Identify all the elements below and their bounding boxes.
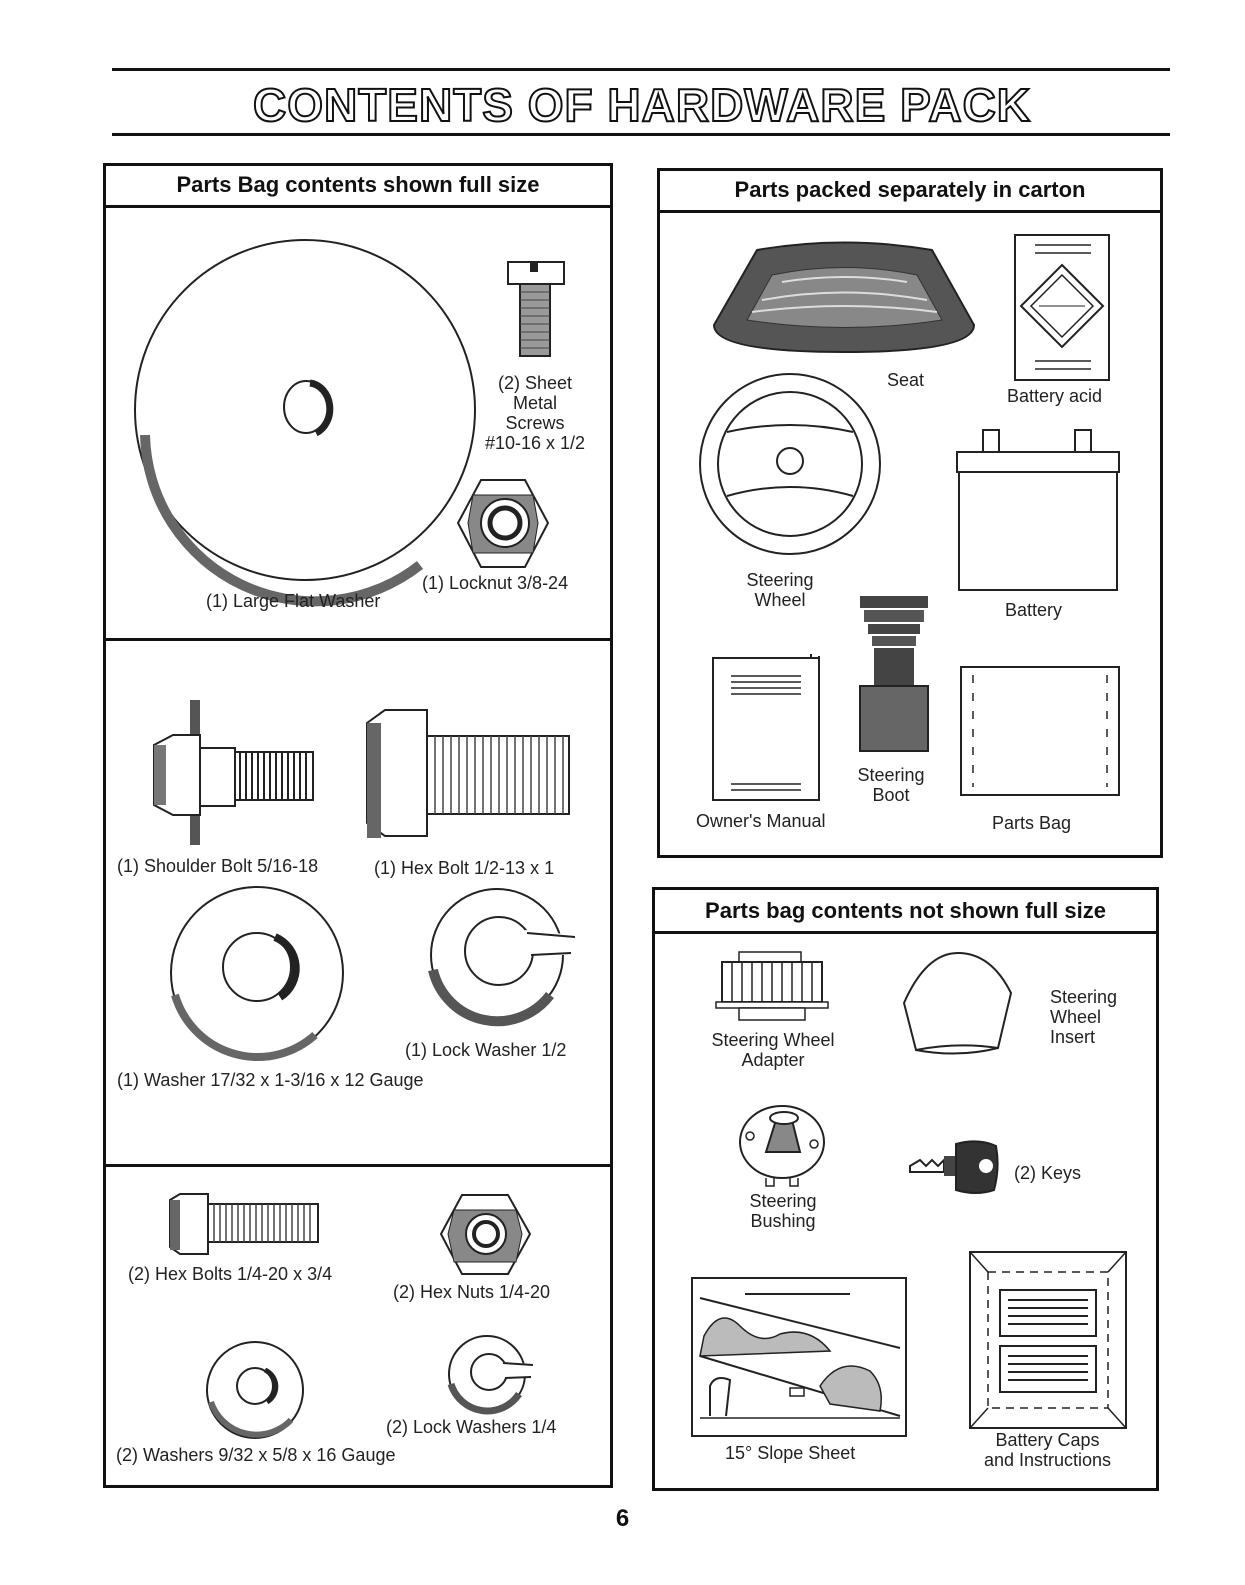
steering-bushing-icon [739,1105,825,1187]
hex-bolt-label: (1) Hex Bolt 1/2-13 x 1 [374,858,555,878]
panel-heading: Parts Bag contents shown full size [106,166,610,208]
section-divider-1 [106,638,610,641]
steering-wheel-insert-label: Steering Wheel Insert [1050,987,1118,1047]
steering-bushing-label: Steering Bushing [749,1191,817,1231]
small-washers-icon [206,1341,304,1439]
large-flat-washer-label: (1) Large Flat Washer [206,591,381,611]
sheet-metal-screws-label: (2) Sheet Metal Screws #10-16 x 1/2 [484,373,586,453]
washer-icon [170,886,344,1061]
steering-boot-icon [859,596,929,752]
locknut-icon [456,479,550,568]
steering-wheel-label: Steering Wheel [746,570,814,610]
lock-washer-label: (1) Lock Washer 1/2 [405,1040,567,1060]
steering-wheel-adapter-label: Steering Wheel Adapter [711,1030,835,1070]
keys-label: (2) Keys [1014,1163,1082,1183]
shoulder-bolt-label: (1) Shoulder Bolt 5/16-18 [117,856,319,876]
lock-washer-icon [428,888,576,1027]
key-icon [909,1140,999,1194]
owners-manual-icon [712,654,820,801]
battery-caps-label: Battery Caps and Instructions [983,1430,1112,1470]
top-rule [112,68,1170,71]
sheet-metal-screw-icon [507,261,565,357]
locknut-label: (1) Locknut 3/8-24 [422,573,569,593]
owners-manual-label: Owner's Manual [696,811,826,831]
hex-bolts-icon [169,1193,319,1255]
battery-caps-icon [969,1251,1127,1429]
hex-bolts-label: (2) Hex Bolts 1/4-20 x 3/4 [128,1264,333,1284]
steering-boot-label: Steering Boot [857,765,925,805]
large-flat-washer-icon [134,239,476,607]
parts-bag-full-size-panel: Parts Bag contents shown full size [103,163,613,1488]
slope-sheet-icon [691,1277,907,1437]
hex-bolt-icon [366,709,570,838]
small-lock-washers-icon [447,1335,534,1415]
battery-label: Battery [1005,600,1063,620]
hex-nuts-icon [439,1194,532,1275]
steering-wheel-icon [699,373,881,555]
panel-heading: Parts bag contents not shown full size [655,890,1156,934]
parts-bag-not-full-size-panel: Parts bag contents not shown full size [652,887,1159,1491]
battery-acid-icon [1014,234,1110,381]
panel-heading: Parts packed separately in carton [660,171,1160,213]
slope-sheet-label: 15° Slope Sheet [725,1443,856,1463]
steering-wheel-insert-icon [902,951,1013,1055]
steering-wheel-adapter-icon [715,951,829,1021]
battery-icon [956,429,1120,591]
battery-acid-label: Battery acid [1007,386,1103,406]
lock-washers-label: (2) Lock Washers 1/4 [386,1417,557,1437]
parts-bag-label: Parts Bag [992,813,1072,833]
parts-bag-icon [960,666,1120,796]
shoulder-bolt-icon [153,700,314,845]
page-title: CONTENTS OF HARDWARE PACK [252,78,1032,132]
seat-label: Seat [887,370,925,390]
washers-label: (2) Washers 9/32 x 5/8 x 16 Gauge [116,1445,396,1465]
seat-icon [712,241,976,354]
parts-in-carton-panel: Parts packed separately in carton [657,168,1163,858]
title-underline [112,133,1170,136]
page-number: 6 [615,1505,630,1532]
section-divider-2 [106,1164,610,1167]
washer-label: (1) Washer 17/32 x 1-3/16 x 12 Gauge [117,1070,424,1090]
hex-nuts-label: (2) Hex Nuts 1/4-20 [393,1282,551,1302]
